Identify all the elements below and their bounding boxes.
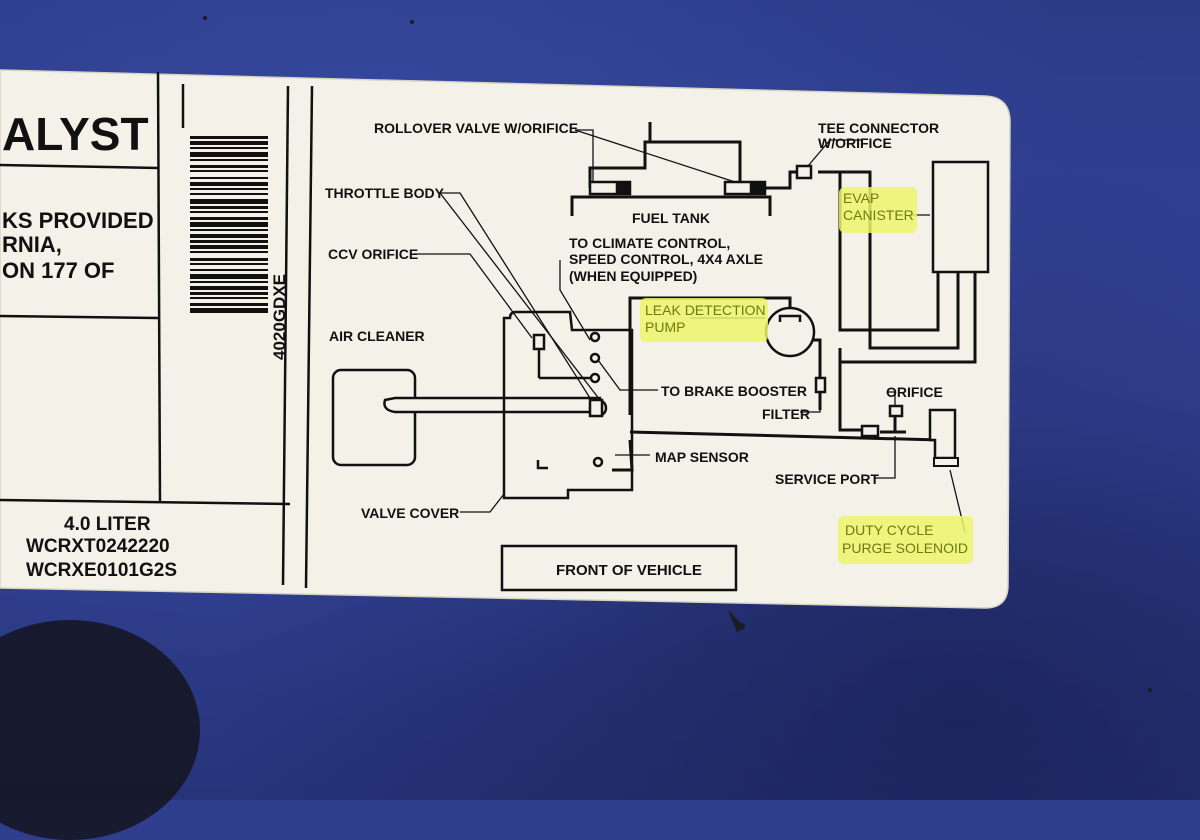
barcode-bar [190, 303, 268, 306]
barcode-bar [190, 199, 268, 204]
service-port-valve [888, 404, 904, 418]
barcode-bar [190, 308, 268, 313]
barcode-bar [190, 286, 268, 290]
barcode-bar [190, 136, 268, 139]
barcode-bar [190, 240, 268, 243]
barcode-bar [190, 152, 268, 157]
tee-connector [795, 164, 813, 180]
barcode-code: 4020GDXE [270, 274, 289, 360]
label-valve-cover: VALVE COVER [361, 505, 459, 521]
air-cleaner [331, 368, 417, 467]
label-climate-3: (WHEN EQUIPPED) [569, 268, 697, 284]
evap-canister [931, 160, 990, 274]
left-section-frame [0, 71, 314, 589]
purge-solenoid [928, 408, 957, 460]
purge-solenoid-base [933, 457, 959, 467]
barcode-bar [190, 222, 268, 227]
barcode-bar [190, 170, 268, 172]
barcode [190, 136, 268, 313]
debris-specks [203, 16, 1152, 692]
barcode-bar [190, 165, 268, 168]
barcode-bar [190, 292, 268, 295]
label-front-of-vehicle: FRONT OF VEHICLE [556, 562, 702, 579]
label-map-sensor: MAP SENSOR [655, 449, 749, 465]
throttle-body [588, 398, 608, 418]
ccv-orifice-valve [532, 333, 590, 380]
barcode-bar [190, 211, 268, 213]
orifice-valve [860, 424, 880, 438]
barcode-bar [190, 141, 268, 145]
barcode-bar [190, 193, 268, 195]
label-throttle-body: THROTTLE BODY [325, 185, 445, 201]
label-duty-cycle-2: PURGE SOLENOID [842, 540, 968, 556]
barcode-bar [190, 297, 268, 299]
label-duty-cycle-1: DUTY CYCLE [845, 522, 933, 538]
label-orifice: ORIFICE [886, 384, 943, 400]
intake-tube [383, 396, 602, 414]
barcode-bar [190, 269, 268, 271]
label-tee-connector-1: TEE CONNECTOR [818, 120, 939, 136]
text-line-2: RNIA, [2, 232, 62, 257]
label-fuel-tank: FUEL TANK [632, 210, 710, 226]
vacuum-ports [536, 331, 604, 470]
label-ccv-orifice: CCV ORIFICE [328, 246, 418, 262]
rollover-valve-right [723, 180, 767, 196]
label-brake-booster: TO BRAKE BOOSTER [661, 383, 807, 399]
label-climate-1: TO CLIMATE CONTROL, [569, 235, 730, 251]
barcode-bar [190, 217, 268, 220]
pump-filter [814, 376, 827, 394]
brand-fragment: ALYST [2, 108, 149, 160]
barcode-bar [190, 245, 268, 249]
barcode-bar [190, 206, 268, 209]
label-rollover-valve: ROLLOVER VALVE W/ORIFICE [374, 120, 578, 136]
front-of-vehicle-box [500, 544, 738, 592]
text-line-1: KS PROVIDED [2, 208, 154, 233]
highlights [640, 187, 973, 564]
barcode-bar [190, 251, 268, 253]
barcode-bar [190, 258, 268, 261]
label-tee-connector-2: W/ORIFICE [818, 135, 892, 151]
text-line-3: ON 177 OF [2, 258, 114, 283]
canister-ports [936, 272, 977, 284]
emission-label: ALYST KS PROVIDED RNIA, ON 177 OF 4020GD… [0, 16, 1152, 692]
barcode-bar [190, 147, 268, 149]
label-air-cleaner: AIR CLEANER [329, 328, 425, 344]
barcode-bar [190, 234, 268, 238]
engine-code-2: WCRXE0101G2S [26, 560, 177, 581]
barcode-bar [190, 177, 268, 179]
label-evap-1: EVAP [843, 190, 879, 206]
barcode-bar [190, 182, 268, 186]
label-leak-pump-1: LEAK DETECTION [645, 302, 766, 318]
rollover-valve-left [588, 180, 632, 196]
barcode-bar [190, 159, 268, 161]
label-climate-2: SPEED CONTROL, 4X4 AXLE [569, 251, 763, 267]
label-evap-2: CANISTER [843, 207, 914, 223]
barcode-bar [190, 274, 268, 279]
barcode-bar [190, 229, 268, 231]
valve-cover [502, 310, 634, 500]
label-filter: FILTER [762, 406, 810, 422]
barcode-bar [190, 281, 268, 283]
label-service-port: SERVICE PORT [775, 471, 879, 487]
barcode-bar [190, 188, 268, 190]
engine-size: 4.0 LITER [64, 514, 151, 535]
engine-code-1: WCRXT0242220 [26, 536, 170, 557]
label-leak-pump-2: PUMP [645, 319, 685, 335]
barcode-bar [190, 263, 268, 265]
